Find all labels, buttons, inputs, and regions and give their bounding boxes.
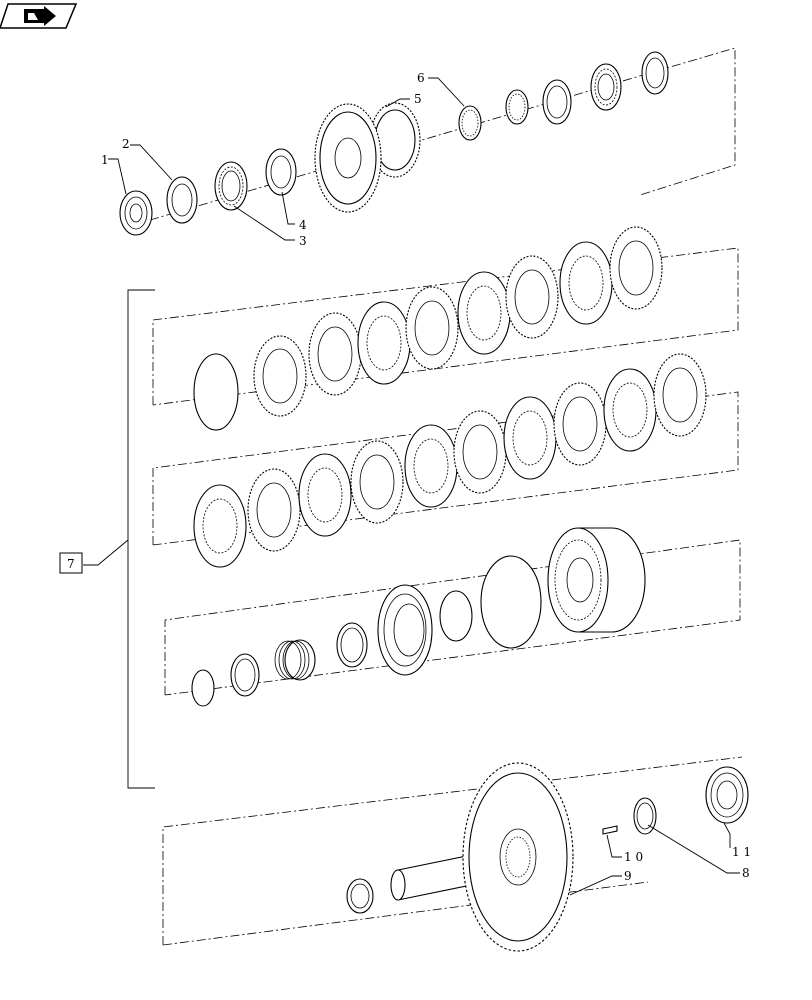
callout-11: 1 1 bbox=[732, 845, 751, 859]
callout-labels: 1 2 3 4 5 6 7 8 9 1 0 1 1 bbox=[67, 71, 751, 883]
callout-7: 7 bbox=[67, 557, 75, 571]
callout-4: 4 bbox=[299, 218, 307, 232]
part-1-bearing bbox=[119, 190, 153, 236]
callout-2: 2 bbox=[122, 137, 130, 151]
nav-arrow-icon bbox=[24, 6, 56, 26]
group-a-parts bbox=[108, 47, 736, 241]
group-b-disc-row-1 bbox=[152, 226, 739, 431]
part-2-washer bbox=[166, 176, 198, 224]
group-c-disc-row-2 bbox=[152, 353, 739, 568]
callout-1: 1 bbox=[101, 153, 109, 167]
part-4-thrust-washer bbox=[265, 148, 297, 196]
group-d-piston-drum bbox=[164, 527, 741, 707]
callout-3: 3 bbox=[299, 234, 307, 248]
part-5-gear bbox=[314, 102, 421, 213]
callout-10: 1 0 bbox=[624, 850, 643, 864]
nav-arrow-button[interactable] bbox=[0, 3, 78, 29]
group-a-washers bbox=[542, 51, 669, 125]
callout-6: 6 bbox=[417, 71, 425, 85]
group-e-shaft-gear bbox=[162, 756, 749, 952]
callout-8: 8 bbox=[742, 866, 750, 880]
part-3-needle-bearing bbox=[214, 161, 248, 211]
callout-9: 9 bbox=[624, 869, 632, 883]
part-6-cages bbox=[458, 89, 529, 141]
callout-5: 5 bbox=[414, 92, 422, 106]
assembly-bracket bbox=[59, 289, 155, 789]
